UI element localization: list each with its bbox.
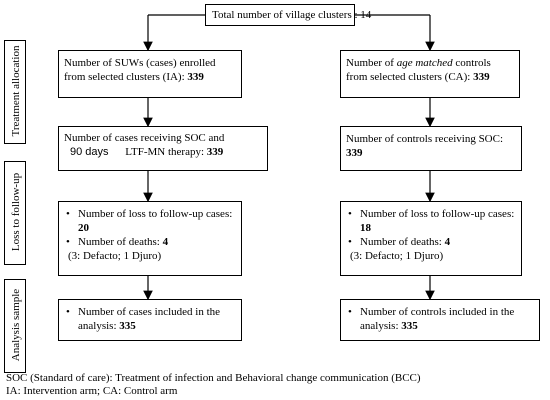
side-label-followup: Loss to follow-up [10, 172, 22, 252]
right-loss-value: 18 [360, 222, 371, 234]
left-loss-box: Number of loss to follow-up cases: 20 Nu… [58, 201, 242, 276]
total-clusters-box: Total number of village clusters : 14 [205, 4, 371, 26]
left-analysis-text: Number of cases included in the analysis… [78, 306, 221, 332]
right-therapy-box: Number of controls receiving SOC: 339 [340, 126, 522, 171]
left-analysis-box: Number of cases included in the analysis… [58, 299, 242, 341]
right-loss-label: Number of loss to follow-up cases: [360, 208, 515, 220]
right-therapy-text: Number of controls receiving SOC: [346, 133, 504, 145]
right-enrolled-italic: age matched [396, 57, 453, 69]
left-deaths-value: 4 [162, 236, 169, 248]
left-loss-item: Number of loss to follow-up cases: 20 [64, 207, 236, 235]
left-therapy-days: 90 days [70, 146, 109, 158]
left-enrolled-text: Number of SUWs (cases) enrolled from sel… [64, 57, 216, 83]
right-loss-item: Number of loss to follow-up cases: 18 [346, 207, 516, 235]
right-enrolled-value: 339 [473, 71, 490, 83]
right-analysis-value: 335 [401, 320, 418, 332]
total-clusters-text: Total number of village clusters : 14 [212, 9, 372, 21]
right-analysis-text: Number of controls included in the analy… [360, 306, 515, 332]
side-panel-analysis: Analysis sample [4, 279, 26, 373]
side-panel-treatment: Treatment allocation [4, 40, 26, 144]
footer-soc-note: SOC (Standard of care): Treatment of inf… [6, 372, 421, 384]
right-enrolled-box: Number of age matched controls from sele… [340, 50, 520, 98]
right-deaths-value: 4 [444, 236, 451, 248]
left-analysis-value: 335 [119, 320, 136, 332]
left-therapy-box: Number of cases receiving SOC and 90 day… [58, 126, 268, 171]
right-analysis-box: Number of controls included in the analy… [340, 299, 540, 341]
right-deaths-label: Number of deaths: [360, 236, 442, 248]
side-label-analysis: Analysis sample [10, 288, 22, 362]
footer-arms-note: IA: Intervention arm; CA: Control arm [6, 385, 178, 397]
left-loss-label: Number of loss to follow-up cases: [78, 208, 233, 220]
right-analysis-item: Number of controls included in the analy… [346, 305, 534, 333]
right-deaths-detail: (3: Defacto; 1 Djuro) [350, 250, 444, 262]
right-enrolled-text1: Number of [346, 57, 394, 69]
right-deaths-item: Number of deaths: 4 [346, 235, 516, 249]
side-panel-followup: Loss to follow-up [4, 161, 26, 265]
left-therapy-value: 339 [206, 146, 224, 158]
left-analysis-item: Number of cases included in the analysis… [64, 305, 236, 333]
right-therapy-value: 339 [346, 147, 363, 159]
left-loss-value: 20 [78, 222, 89, 234]
left-therapy-line1: Number of cases receiving SOC and [64, 132, 225, 144]
left-therapy-line2: LTF-MN therapy: [125, 146, 205, 158]
right-enrolled-text2: controls from selected clusters (CA): [346, 57, 491, 83]
right-loss-box: Number of loss to follow-up cases: 18 Nu… [340, 201, 522, 276]
left-deaths-item: Number of deaths: 4 [64, 235, 236, 249]
left-enrolled-value: 339 [187, 71, 204, 83]
side-label-treatment: Treatment allocation [10, 45, 22, 137]
left-enrolled-box: Number of SUWs (cases) enrolled from sel… [58, 50, 242, 98]
left-deaths-label: Number of deaths: [78, 236, 160, 248]
left-deaths-detail: (3: Defacto; 1 Djuro) [68, 250, 162, 262]
